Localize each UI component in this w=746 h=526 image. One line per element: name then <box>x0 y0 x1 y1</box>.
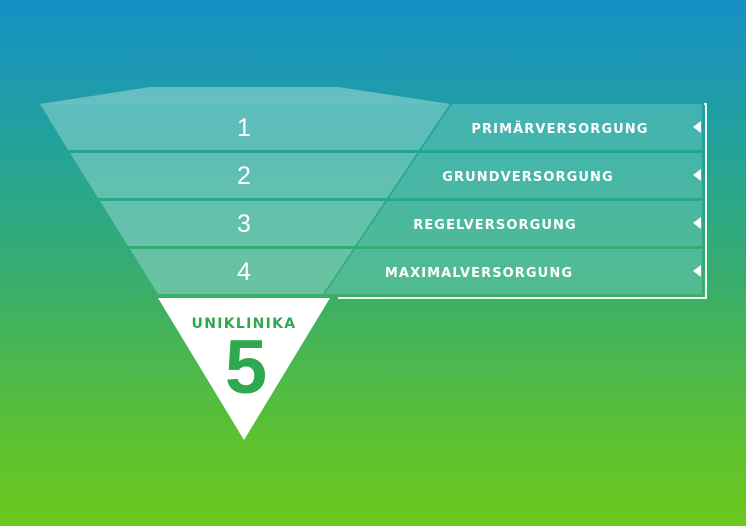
label-panel-3 <box>357 201 702 246</box>
level-1-label: PRIMÄRVERSORGUNG <box>471 121 648 137</box>
funnel-band-1 <box>40 104 450 150</box>
apex-caption: UNIKLINIKA <box>192 316 297 332</box>
level-4-number: 4 <box>237 258 251 286</box>
level-2-number: 2 <box>237 162 251 190</box>
funnel-top-face <box>40 87 450 104</box>
right-bracket-line <box>338 103 707 299</box>
level-4-label: MAXIMALVERSORGUNG <box>385 266 573 281</box>
arrow-left-icon <box>693 169 701 181</box>
level-3-label: REGELVERSORGUNG <box>413 218 577 233</box>
apex-triangle <box>158 298 330 440</box>
apex-number: 5 <box>225 325 267 410</box>
funnel-band-3 <box>100 201 385 246</box>
funnel-band-4 <box>130 249 353 294</box>
label-panel-1 <box>421 104 702 150</box>
funnel-band-2 <box>70 153 417 198</box>
arrow-left-icon <box>693 217 701 229</box>
label-panel-2 <box>389 153 702 198</box>
level-1-number: 1 <box>237 114 251 142</box>
arrow-left-icon <box>693 265 701 277</box>
level-3-number: 3 <box>237 210 251 238</box>
label-panel-4 <box>325 249 702 294</box>
level-2-label: GRUNDVERSORGUNG <box>442 170 614 185</box>
arrow-left-icon <box>693 121 701 133</box>
